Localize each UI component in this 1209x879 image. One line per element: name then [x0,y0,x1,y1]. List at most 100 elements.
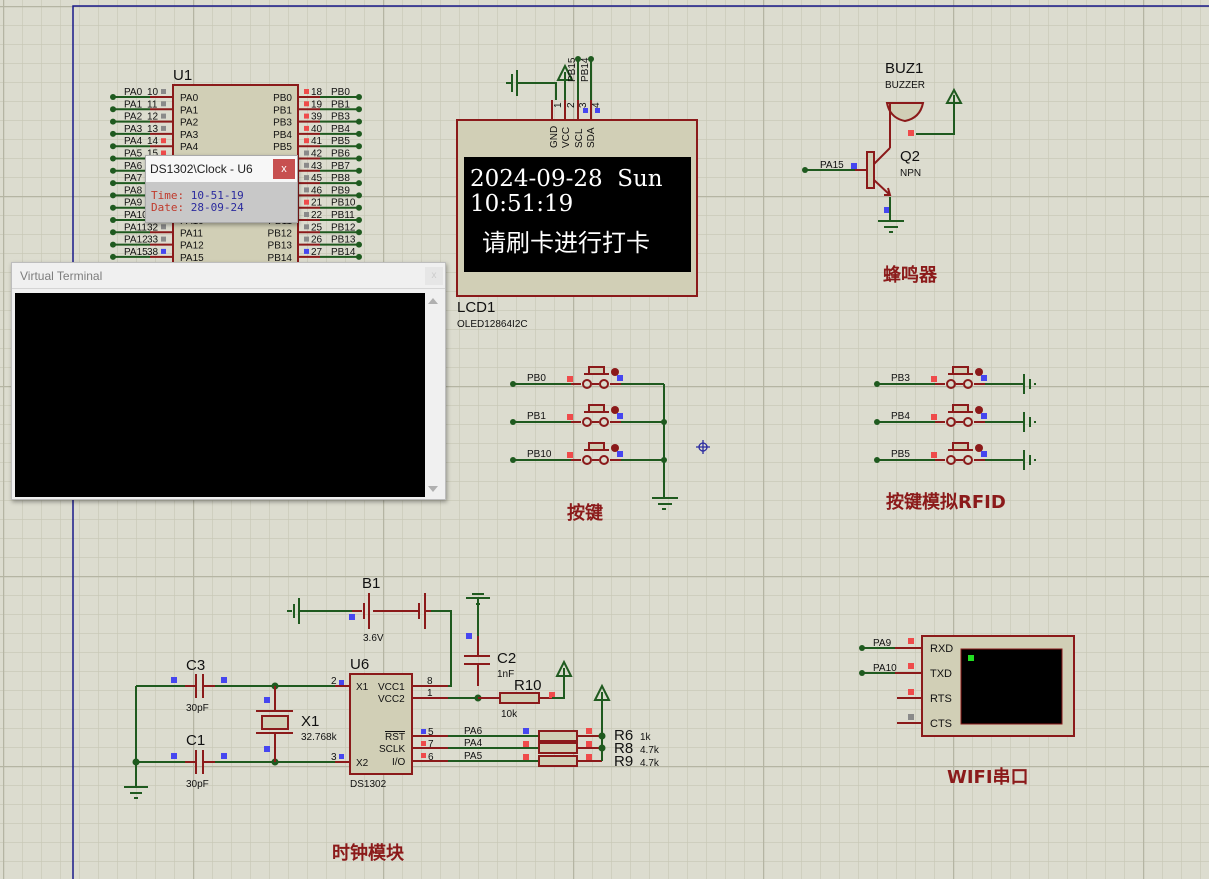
logic-probe-low [981,413,987,419]
u1-pin-name: PA4 [180,142,199,153]
net-label-pa10: PA10 [873,663,897,674]
r6-body [538,730,578,742]
junction [110,253,116,260]
u1-net-label: PA9 [124,198,143,209]
u1-pin-num: 22 [311,210,323,221]
push-button-cap[interactable] [952,366,969,375]
wifi-serial-terminal[interactable]: PA9 PA10 RXD TXD RTS CTS WIFI串口 [859,635,1075,788]
logic-probe [304,125,309,131]
battery-value: 3.6V [363,633,384,644]
logic-probe-low [264,746,270,752]
u1-net-label: PA15 [124,247,148,258]
x1-value: 32.768k [301,732,338,743]
net-label-pa9: PA9 [873,638,892,649]
push-button-cap[interactable] [588,404,605,413]
u1-net-label: PB14 [331,247,356,258]
battery-ground-wire [287,598,352,624]
logic-probe-low [421,729,426,734]
battery-cell-left [352,593,418,629]
button-net-label: PB5 [891,449,910,460]
logic-probe [161,138,166,144]
button-ground [985,412,1036,432]
oled-lcd1[interactable]: PB15 PB14 1 2 3 4 GND VCC SCL SDA 2024-0… [456,56,698,330]
u1-pin-name: PB14 [268,253,293,264]
logic-probe [304,138,309,144]
buzzer-ref: BUZ1 [885,60,923,77]
virtual-terminal-window[interactable]: Virtual Terminal x [11,262,446,500]
x1-crystal-body [261,715,289,730]
u1-net-label: PB5 [331,136,350,147]
close-button[interactable]: x [425,266,443,285]
r6-value: 1k [640,732,652,743]
button-click-indicator-icon[interactable] [975,368,983,376]
logic-probe-low [349,614,355,620]
junction [110,204,116,211]
logic-probe-high [908,638,914,644]
pin-name-rxd: RXD [930,643,953,655]
popup-content: Time: 10-51-19 Date: 28-09-24 [146,182,297,214]
push-button-cap[interactable] [588,442,605,451]
logic-probe-high [908,130,914,136]
logic-probe [304,187,309,193]
crosshair-cursor-marker [696,440,710,454]
junction [356,155,362,162]
wifi-pins [895,647,922,724]
u1-pin-name: PA12 [180,241,204,252]
close-button[interactable]: x [273,159,295,179]
logic-probe-high [931,452,937,458]
push-button-cap[interactable] [952,404,969,413]
popup-titlebar[interactable]: DS1302\Clock - U6 x [146,156,297,182]
button-click-indicator-icon[interactable] [975,444,983,452]
push-button-cap[interactable] [588,366,605,375]
u1-net-label: PB8 [331,173,350,184]
u1-pin-num: 33 [147,235,159,246]
button-click-indicator-icon[interactable] [611,444,619,452]
junction [510,457,516,463]
u1-pin-num: 32 [147,222,159,233]
net-label-pb15: PB15 [567,57,578,82]
junction [110,229,116,236]
u1-net-label: PB3 [331,112,350,123]
pin-name-cts: CTS [930,718,952,730]
logic-probe-low [221,753,227,759]
lcd-pin-num: 2 [566,102,577,108]
logic-probe-high [523,754,529,760]
scroll-down-arrow-icon[interactable] [428,486,438,492]
close-icon: x [431,270,437,281]
oled-line-prompt: 请刷卡进行打卡 [482,229,650,257]
button-click-indicator-icon[interactable] [975,406,983,414]
logic-probe [161,248,166,254]
button-click-indicator-icon[interactable] [611,406,619,414]
ds1302-clock-popup[interactable]: DS1302\Clock - U6 x Time: 10-51-19 Date:… [145,155,298,223]
push-button-cap[interactable] [952,442,969,451]
logic-probe [304,248,309,254]
u1-pin-num: 18 [311,87,323,98]
u1-pin-num: 11 [147,99,158,110]
u1-net-label: PA4 [124,136,143,147]
logic-probe [304,89,309,94]
junction [588,56,594,62]
logic-probe-low [339,680,344,685]
button-contact [599,379,609,389]
u1-net-label: PB11 [331,210,355,221]
scroll-up-arrow-icon[interactable] [428,298,438,304]
vt-scrollbar[interactable] [425,293,441,497]
date-label: Date: [151,201,185,214]
vt-titlebar[interactable]: Virtual Terminal x [12,263,445,289]
net-label-pa4: PA4 [464,738,483,749]
logic-probe-low [583,108,588,113]
junction [802,167,808,173]
u6-pin-num: 6 [428,752,434,763]
junction [356,204,362,211]
vt-output[interactable] [15,293,425,497]
clock-module[interactable]: B1 3.6V C2 1nF R10 10k C3 30pF C1 30pF [124,575,660,864]
button-click-indicator-icon[interactable] [611,368,619,376]
q2-part: NPN [900,168,921,179]
u1-pin-name: PB1 [273,105,292,116]
buzzer-circuit[interactable]: BUZ1 BUZZER PA15 Q2 NPN 蜂鸣器 [802,60,963,286]
q2-emitter [873,179,892,196]
buzzer-part: BUZZER [885,80,925,91]
